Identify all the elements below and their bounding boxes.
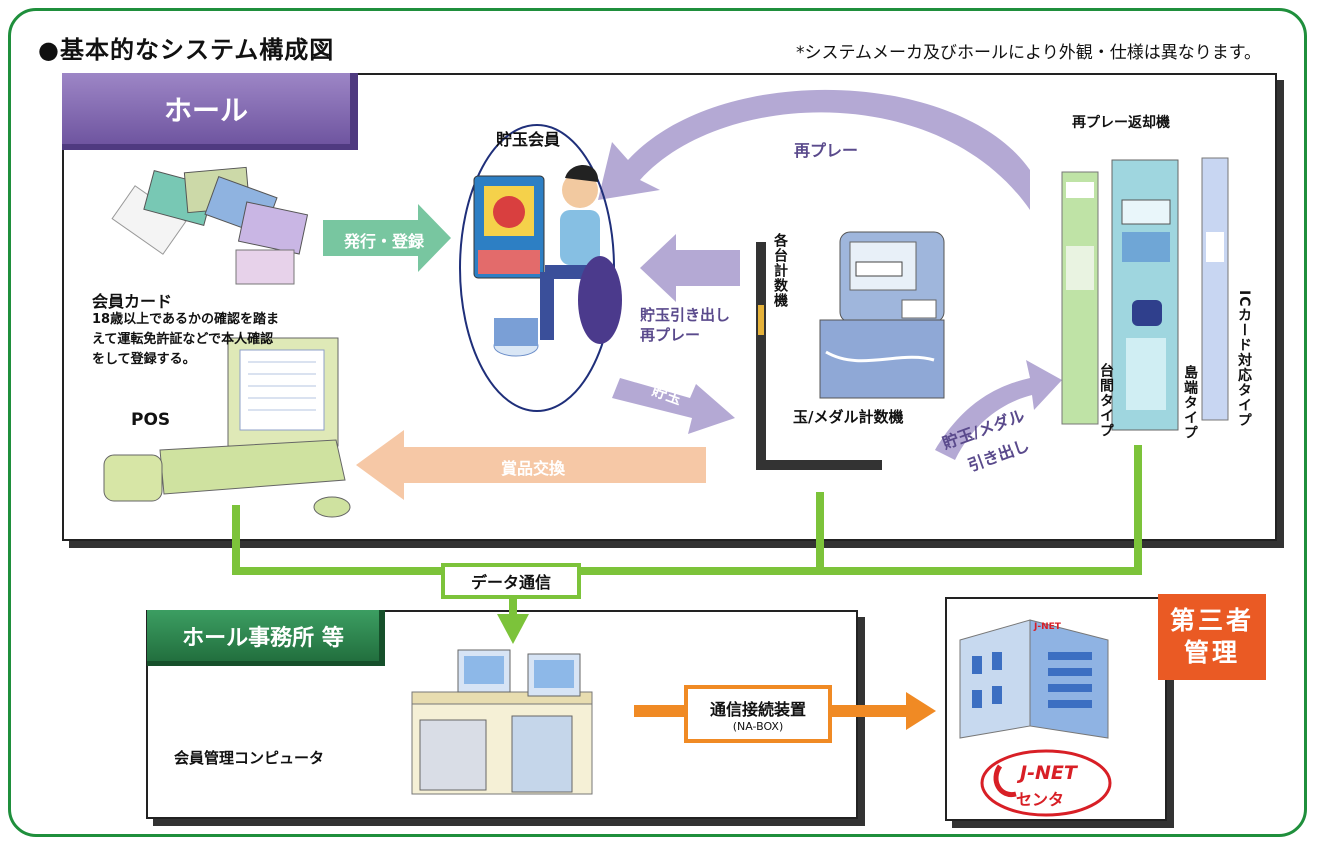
dep-out-arrow <box>935 360 1062 460</box>
hall-banner: ホール <box>62 73 358 150</box>
disclaimer-note: *システムメーカ及びホールにより外観・仕様は異なります。 <box>796 43 1261 63</box>
return-machines-illustration <box>1061 157 1229 431</box>
counter-machine-label: 玉/メダル計数機 <box>793 408 904 426</box>
prize-label: 賞品交換 <box>501 459 566 478</box>
member-card-desc-3: をして登録する。 <box>92 352 196 367</box>
jnet-logo-text: J-NET <box>1020 762 1077 784</box>
withdraw-arrow <box>640 234 740 302</box>
counter-machine-illustration <box>819 231 945 399</box>
third-party-line-2: 管理 <box>1183 638 1240 667</box>
member-card-title: 会員カード <box>92 292 173 311</box>
issue-arrow <box>323 204 451 272</box>
withdraw-label-2: 再プレー <box>640 326 701 344</box>
member-card-desc-2: えて運転免許証などで本人確認 <box>92 332 274 347</box>
comm-device-box: 通信接続装置 (NA-BOX) <box>684 685 832 743</box>
office-computers-illustration <box>411 649 593 795</box>
outer-frame <box>8 8 1307 837</box>
jnet-logo-oval <box>980 749 1112 817</box>
member-label: 貯玉会員 <box>496 130 561 149</box>
data-comm-arrowhead <box>497 614 529 644</box>
member-illustration <box>473 164 622 357</box>
pos-illustration <box>103 337 351 518</box>
issue-label: 発行・登録 <box>344 232 425 251</box>
member-card-desc-1: 18歳以上であるかの確認を踏ま <box>92 312 279 327</box>
deposit-arrow <box>612 378 735 434</box>
individual-counter-illustration <box>756 242 882 470</box>
type-island-label: 島端タイプ <box>1182 365 1198 440</box>
replay-arrow <box>598 89 1030 210</box>
withdraw-label-1: 貯玉引き出し <box>640 306 731 324</box>
mini-logo-text: J-NET <box>1034 622 1061 632</box>
prize-arrow <box>356 430 706 500</box>
third-party-badge: 第三者 管理 <box>1158 594 1266 680</box>
comm-device-label: 通信接続装置 <box>709 699 806 719</box>
diagram-title: ●基本的なシステム構成図 <box>38 36 335 64</box>
return-machine-label: 再プレー返却機 <box>1072 115 1170 131</box>
type-ic-label: ICカード対応タイプ <box>1236 290 1252 428</box>
member-pc-label: 会員管理コンピュータ <box>174 749 325 767</box>
building-illustration <box>959 619 1109 739</box>
pos-label: POS <box>131 410 171 430</box>
jnet-logo-mark <box>993 764 1017 798</box>
individual-counter-label: 各台計数機 <box>772 233 788 308</box>
jnet-center-name: センタ <box>1016 790 1065 809</box>
comm-device-sub: (NA-BOX) <box>732 719 784 733</box>
orange-link <box>634 692 936 730</box>
type-between-label: 台間タイプ <box>1098 363 1114 438</box>
member-cards-illustration <box>111 166 309 285</box>
replay-label: 再プレー <box>794 141 859 160</box>
data-comm-box: データ通信 <box>441 563 581 599</box>
office-banner: ホール事務所 等 <box>147 610 385 666</box>
third-party-line-1: 第三者 <box>1169 606 1254 635</box>
